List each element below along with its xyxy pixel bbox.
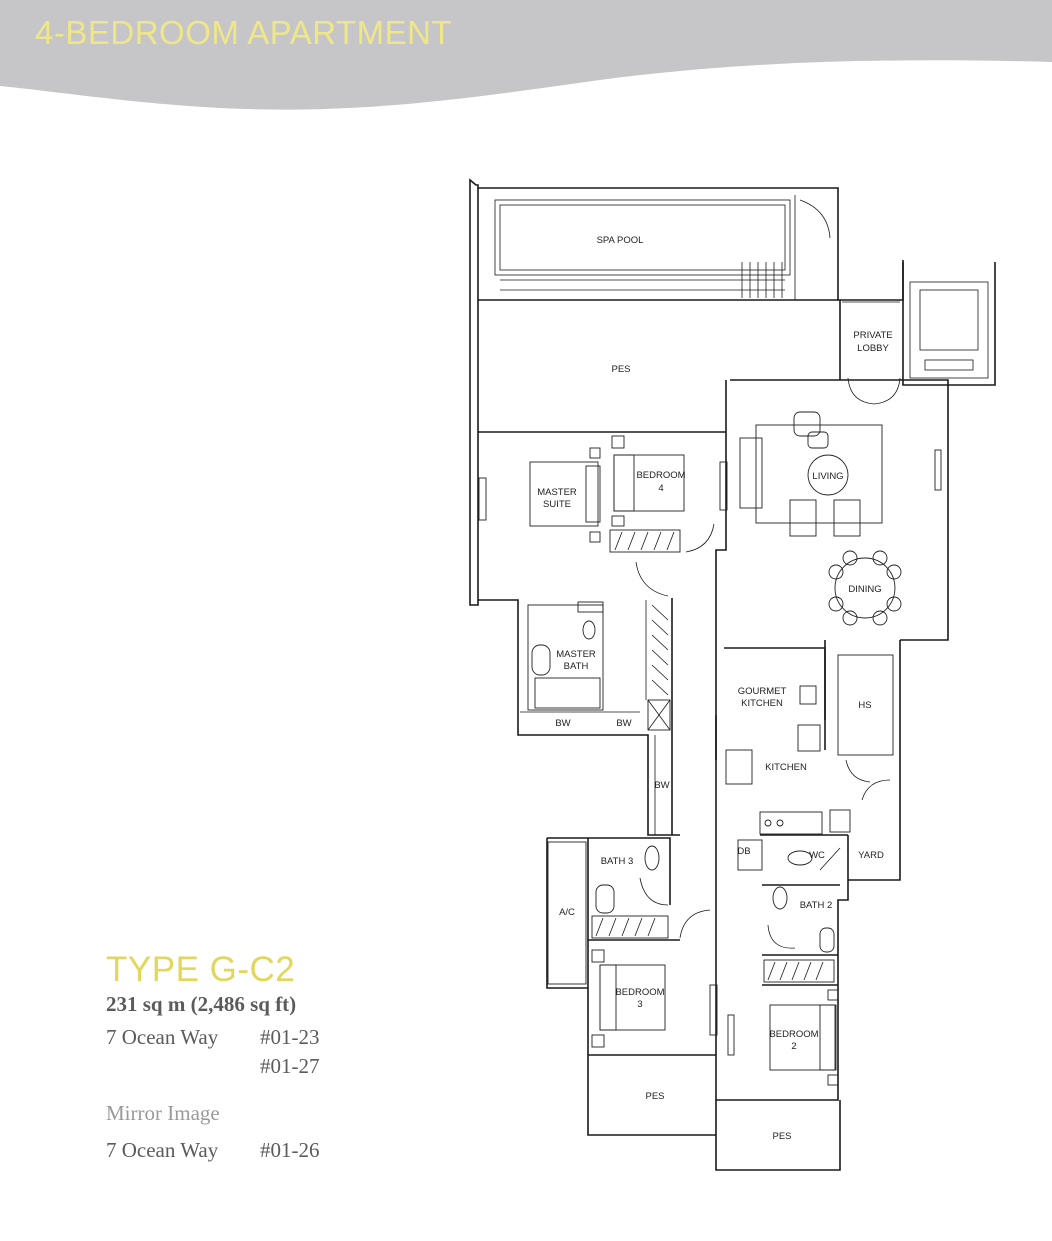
label-master-bath-2: BATH bbox=[564, 661, 589, 672]
unit-info: TYPE G-C2 231 sq m (2,486 sq ft) 7 Ocean… bbox=[106, 950, 436, 1167]
label-bedroom4-1: BEDROOM bbox=[636, 470, 685, 481]
label-bath3: BATH 3 bbox=[601, 856, 634, 867]
label-private-lobby-2: LOBBY bbox=[857, 343, 889, 354]
bedroom-furniture bbox=[547, 841, 839, 1086]
mirror-address-row: 7 Ocean Way #01-26 bbox=[106, 1138, 436, 1167]
label-pes-bottom-left: PES bbox=[645, 1091, 664, 1102]
label-master-suite-1: MASTER bbox=[537, 487, 577, 498]
header-band bbox=[0, 0, 1052, 110]
floor-plan: SPA POOL PES PRIVATE LOBBY LIVING DINING… bbox=[469, 178, 996, 1171]
label-master-suite-2: SUITE bbox=[543, 499, 571, 510]
label-spa-pool: SPA POOL bbox=[597, 235, 644, 246]
label-wc: WC bbox=[809, 850, 825, 861]
room-labels: SPA POOL PES PRIVATE LOBBY LIVING DINING… bbox=[537, 235, 892, 1142]
mirror-address-street: 7 Ocean Way bbox=[106, 1138, 219, 1162]
label-bath2: BATH 2 bbox=[800, 900, 833, 911]
outer-walls bbox=[469, 178, 949, 1171]
unit-area: 231 sq m (2,486 sq ft) bbox=[106, 992, 297, 1016]
label-bedroom2-1: BEDROOM bbox=[769, 1029, 818, 1040]
address-street: 7 Ocean Way bbox=[106, 1025, 219, 1049]
wc-bath2-fixtures bbox=[737, 839, 841, 983]
spa-pool bbox=[494, 195, 831, 300]
mirror-address-unit: #01-26 bbox=[260, 1138, 320, 1162]
label-bw-1: BW bbox=[555, 718, 570, 729]
label-bw-3: BW bbox=[654, 780, 669, 791]
address-unit-1: #01-23 bbox=[260, 1025, 320, 1049]
label-hs: HS bbox=[858, 700, 871, 711]
lobby-doors bbox=[842, 301, 901, 405]
label-ac: A/C bbox=[559, 907, 575, 918]
label-bedroom3-2: 3 bbox=[637, 999, 642, 1010]
master-suite-furniture bbox=[478, 435, 715, 597]
label-gourmet-kitchen-1: GOURMET bbox=[738, 686, 787, 697]
address-row-1: 7 Ocean Way #01-23 bbox=[106, 1025, 436, 1054]
kitchen-fixtures bbox=[724, 647, 894, 835]
label-bedroom4-2: 4 bbox=[658, 483, 663, 494]
label-bedroom3-1: BEDROOM bbox=[615, 987, 664, 998]
label-yard: YARD bbox=[858, 850, 884, 861]
master-bath-fixtures bbox=[520, 600, 671, 835]
mirror-image-label: Mirror Image bbox=[106, 1101, 220, 1125]
unit-type-title: TYPE G-C2 bbox=[106, 950, 296, 989]
bath3-fixtures bbox=[591, 845, 711, 939]
label-gourmet-kitchen-2: KITCHEN bbox=[741, 698, 783, 709]
label-bedroom2-2: 2 bbox=[791, 1041, 796, 1052]
living-furniture bbox=[719, 411, 942, 626]
address-row-2: #01-27 bbox=[106, 1054, 436, 1083]
label-master-bath-1: MASTER bbox=[556, 649, 596, 660]
label-db: DB bbox=[737, 846, 750, 857]
label-pes-bottom-right: PES bbox=[772, 1131, 791, 1142]
label-dining: DINING bbox=[848, 584, 881, 595]
label-pes-top: PES bbox=[611, 364, 630, 375]
label-kitchen: KITCHEN bbox=[765, 762, 807, 773]
label-living: LIVING bbox=[812, 471, 843, 482]
address-unit-2: #01-27 bbox=[260, 1054, 320, 1078]
label-bw-2: BW bbox=[616, 718, 631, 729]
page-heading: 4-BEDROOM APARTMENT bbox=[35, 14, 453, 51]
lift-shaft bbox=[902, 262, 996, 386]
label-private-lobby-1: PRIVATE bbox=[853, 330, 892, 341]
